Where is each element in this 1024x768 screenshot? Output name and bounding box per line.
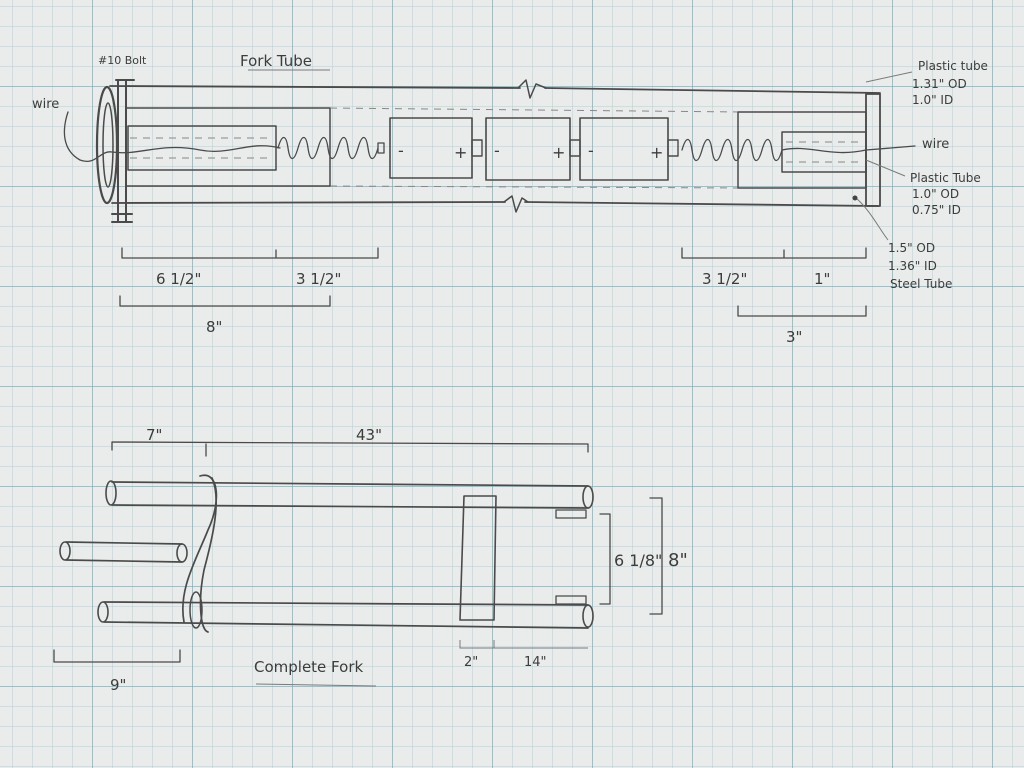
- fork-handle-tube-joint: [176, 543, 188, 563]
- fork-upper-tube-left-end: [105, 480, 117, 506]
- steel-tube-bottom-edge: [111, 201, 879, 207]
- fork-cross-tube-left: [182, 474, 218, 623]
- tube-left-bore: [102, 102, 114, 188]
- battery-2-negative: -: [494, 141, 500, 160]
- plastic-tube-inner-label: Plastic Tube: [910, 171, 981, 185]
- battery-1-terminal: [471, 139, 483, 157]
- dim-right-sections: [681, 247, 867, 259]
- plastic-tube-inner-od: 1.0" OD: [912, 187, 959, 201]
- fork-lower-tube: [103, 601, 589, 629]
- steel-tube-dot: [852, 195, 858, 201]
- steel-tube-od: 1.5" OD: [888, 241, 935, 255]
- fork-end-plate-top: [555, 509, 587, 519]
- complete-fork-title-underline: [255, 683, 377, 687]
- left-outer-plastic-tube: [125, 107, 331, 187]
- complete-fork-title: Complete Fork: [254, 658, 363, 676]
- fork-handle-tube-end: [59, 541, 71, 561]
- battery-3-negative: -: [588, 141, 594, 160]
- wire-left-label: wire: [32, 97, 59, 112]
- dim-right-total: [737, 305, 867, 317]
- steel-tube-id: 1.36" ID: [888, 259, 937, 273]
- dim-right-section-2: 1": [814, 270, 830, 288]
- left-spring-contact: [377, 142, 385, 154]
- dim-fork-top: [111, 441, 589, 457]
- plastic-tube-outer-id: 1.0" ID: [912, 93, 953, 107]
- steel-tube-top-edge: [109, 85, 881, 94]
- dim-fork-top-short: 7": [146, 426, 162, 444]
- battery-3-terminal: [667, 139, 679, 157]
- right-spring: [681, 138, 783, 162]
- fork-upper-tube: [111, 481, 589, 509]
- dim-fork-block-width-label: 2": [464, 655, 478, 670]
- plastic-tube-inner-id: 0.75" ID: [912, 203, 961, 217]
- break-mark-top: [517, 79, 547, 99]
- bolt-shape: [111, 79, 135, 223]
- battery-2-positive: +: [552, 143, 565, 162]
- battery-3-positive: +: [650, 143, 663, 162]
- dim-fork-inner-width-label: 6 1/8": [614, 551, 662, 570]
- dim-left-total-label: 8": [206, 318, 222, 336]
- dim-fork-bottom-left: [53, 649, 181, 663]
- dim-fork-bottom-left-label: 9": [110, 676, 126, 694]
- dim-fork-block: [459, 640, 588, 649]
- right-outer-plastic-tube: [737, 111, 867, 189]
- fork-tube-title: Fork Tube: [240, 52, 312, 70]
- fork-cross-joint: [189, 591, 203, 629]
- bolt-label: #10 Bolt: [98, 54, 147, 67]
- fork-upper-tube-right-end: [582, 485, 594, 509]
- fork-tube-diagram: [63, 69, 916, 317]
- fork-lower-tube-right-end: [582, 604, 594, 628]
- dim-right-total-label: 3": [786, 328, 802, 346]
- left-inner-plastic-tube: [127, 125, 277, 171]
- left-inner-dashes: [130, 137, 270, 159]
- dim-fork-outer-width: [649, 497, 663, 615]
- dim-fork-block-offset-label: 14": [524, 655, 547, 670]
- dim-fork-inner-width: [599, 513, 611, 605]
- fork-lower-tube-left-end: [97, 601, 109, 623]
- dim-fork-top-long: 43": [356, 426, 382, 444]
- leader-plastic-tube-inner: [865, 159, 906, 177]
- battery-1-positive: +: [454, 143, 467, 162]
- steel-tube-label: Steel Tube: [890, 277, 952, 291]
- inner-bore-top: [329, 107, 741, 113]
- dim-right-section-1: 3 1/2": [702, 270, 747, 288]
- fork-block: [459, 495, 497, 621]
- break-mark-bottom: [503, 195, 529, 213]
- fork-cross-tube-right: [199, 477, 218, 633]
- battery-1-negative: -: [398, 141, 404, 160]
- battery-2-terminal: [569, 139, 581, 157]
- plastic-tube-outer-label: Plastic tube: [918, 59, 988, 73]
- dim-fork-outer-width-label: 8": [668, 550, 688, 571]
- fork-handle-tube: [65, 541, 183, 563]
- dim-left-total: [119, 295, 331, 307]
- left-wire-path: [63, 111, 281, 162]
- plastic-tube-outer-od: 1.31" OD: [912, 77, 967, 91]
- dim-left-section-2: 3 1/2": [296, 270, 341, 288]
- dim-left-sections: [121, 247, 379, 259]
- inner-bore-bottom: [329, 185, 741, 189]
- leader-plastic-tube-outer: [865, 71, 913, 83]
- dim-left-section-1: 6 1/2": [156, 270, 201, 288]
- complete-fork-diagram: [53, 441, 663, 687]
- right-inner-plastic-tube: [781, 131, 867, 173]
- leader-steel-tube: [855, 197, 889, 241]
- wire-right-label: wire: [922, 137, 949, 152]
- right-wire-path: [781, 145, 916, 154]
- fork-end-plate-bottom: [555, 595, 587, 605]
- left-spring: [277, 136, 379, 160]
